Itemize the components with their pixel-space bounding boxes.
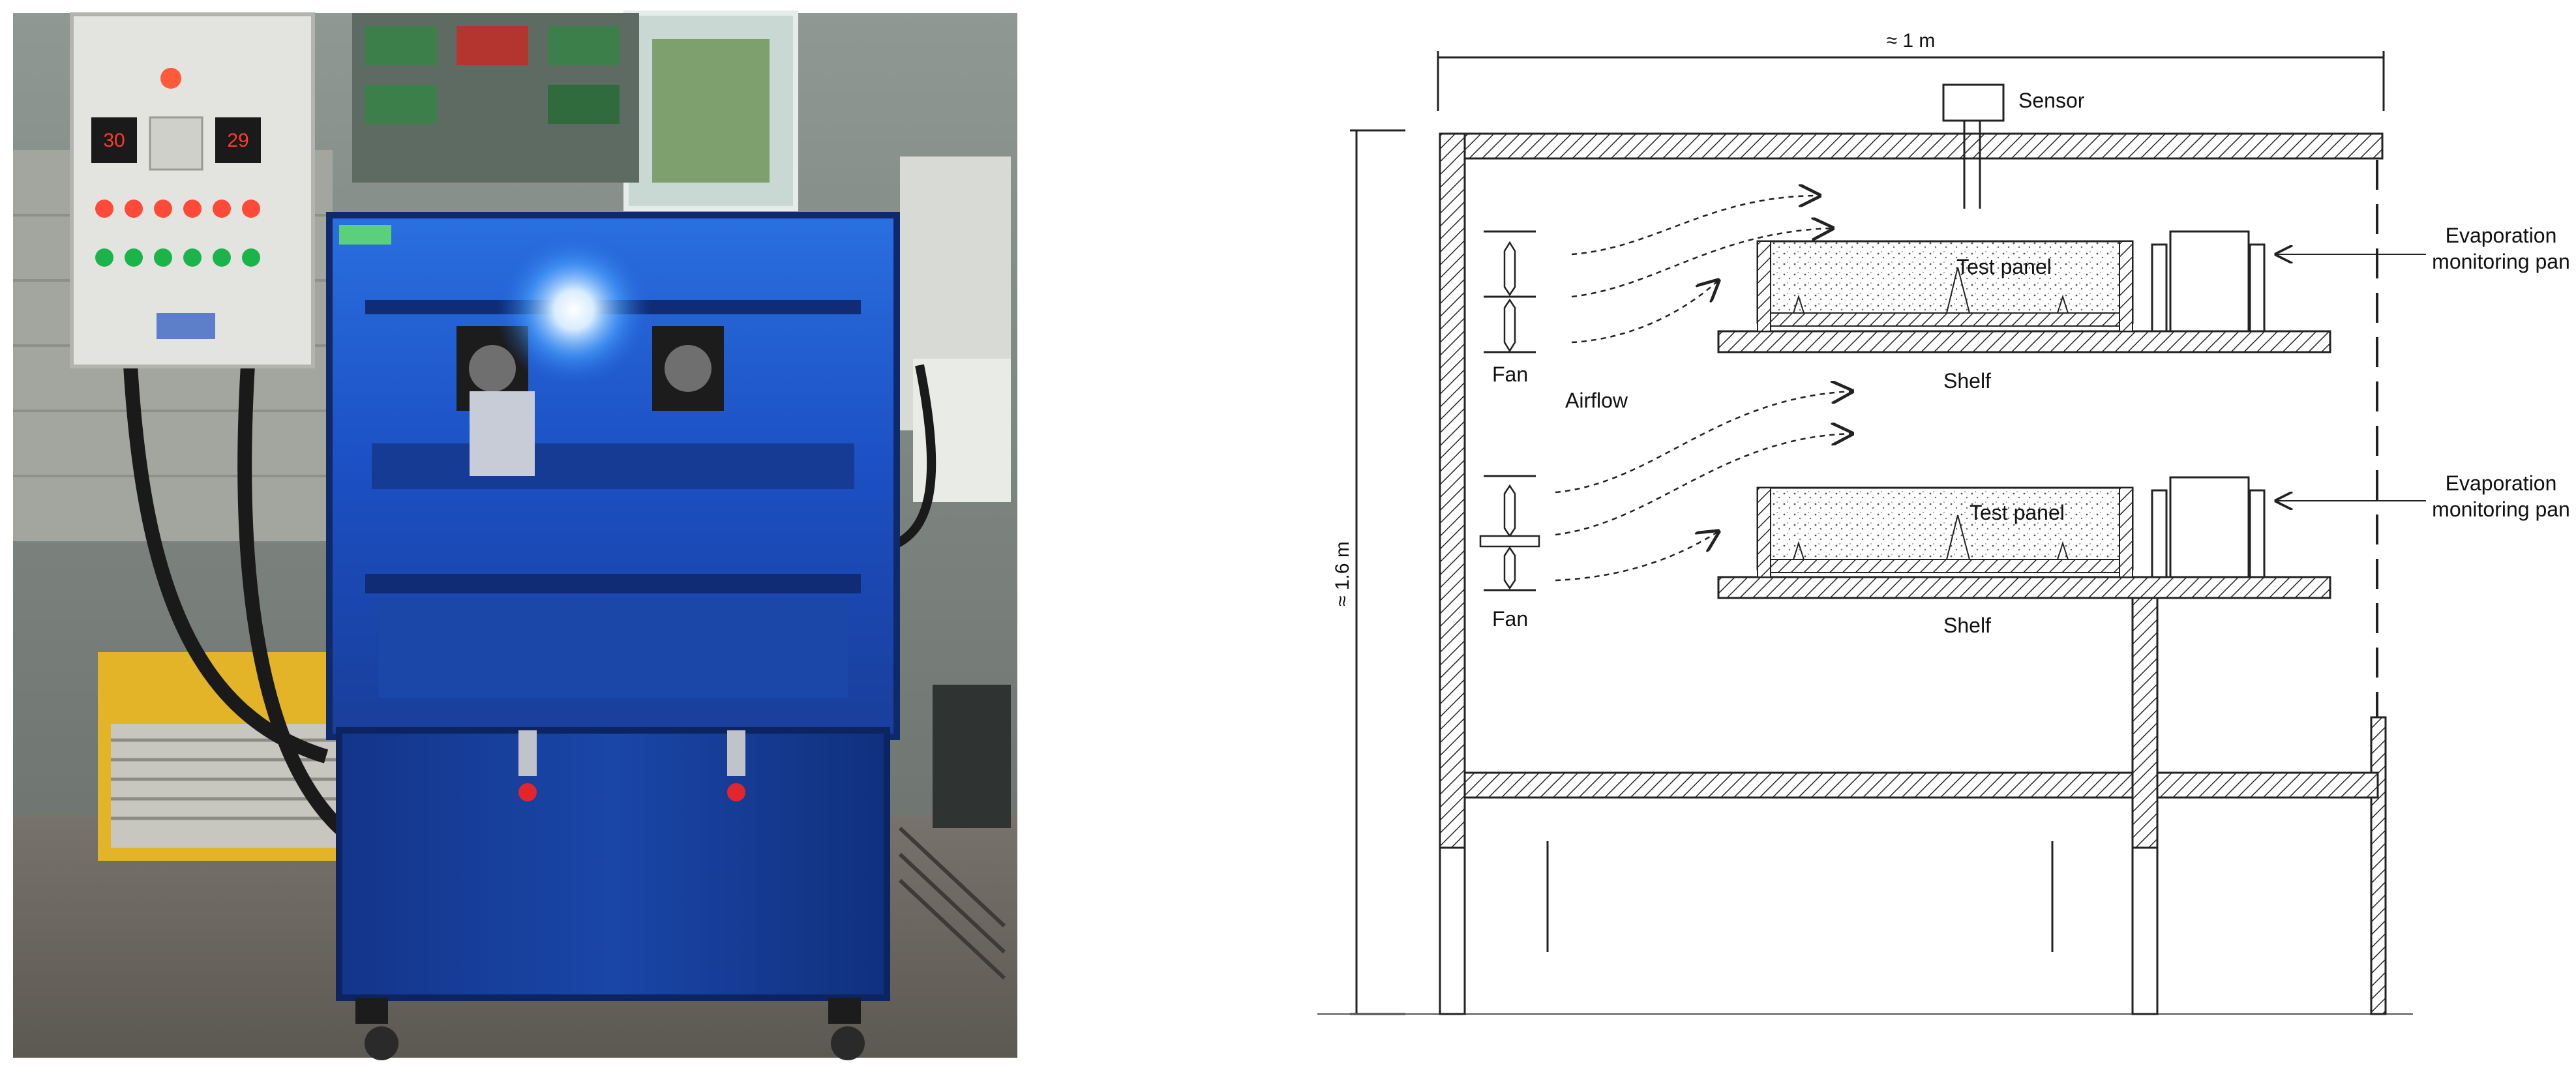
shelf-top [1717,330,2331,353]
airflow-label: Airflow [1565,389,1628,412]
shelf-bottom-label: Shelf [1943,614,1991,637]
control-panel: 30 29 [70,12,315,368]
shelf-bottom [1717,576,2331,599]
height-dimension-label: ≈ 1.6 m [1332,541,1353,606]
chamber-photo-illustration: 30 29 [13,10,1017,1060]
fan-top-label: Fan [1492,363,1528,386]
test-panel-top-label: Test panel [1956,255,2052,278]
width-dimension-label: ≈ 1 m [1887,30,1936,52]
chamber-schematic: ≈ 1 m ≈ 1.6 m Sensor [1291,0,2576,1071]
airflow-arrows-top [1571,196,1833,344]
sensor-label: Sensor [2018,89,2085,112]
controller-display-1: 30 [103,130,125,151]
test-panel-bottom: Test panel [1756,486,2134,578]
controller-display-2: 29 [227,130,248,151]
evaporation-bottom-line1: Evaporation [2446,471,2557,495]
height-dimension: ≈ 1.6 m [1332,129,1405,1015]
evaporation-pan-top: Evaporation monitoring pan [2151,224,2570,333]
fan-top: Fan [1484,230,1536,386]
top-slab [1439,132,2384,160]
test-panel-top: Test panel [1756,240,2134,332]
evaporation-bottom-line2: monitoring pan [2432,498,2570,521]
evaporation-top-line2: monitoring pan [2432,250,2570,273]
evaporation-pan-bottom: Evaporation monitoring pan [2151,471,2570,578]
base-beam [1463,771,2379,799]
width-dimension: ≈ 1 m [1437,30,2385,111]
airflow-arrows-bottom [1555,391,1852,582]
chamber-photo: 30 29 [0,0,1030,1071]
test-panel-bottom-label: Test panel [1969,501,2065,524]
test-chamber [326,212,900,1060]
left-wall [1439,132,1466,849]
sensor: Sensor [1942,83,2085,209]
schematic-svg: ≈ 1 m ≈ 1.6 m Sensor [1317,30,2570,1015]
shelf-top-label: Shelf [1943,369,1991,393]
fan-bottom: Fan [1479,475,1540,631]
evaporation-top-line1: Evaporation [2446,224,2557,247]
fan-bottom-label: Fan [1492,607,1528,631]
